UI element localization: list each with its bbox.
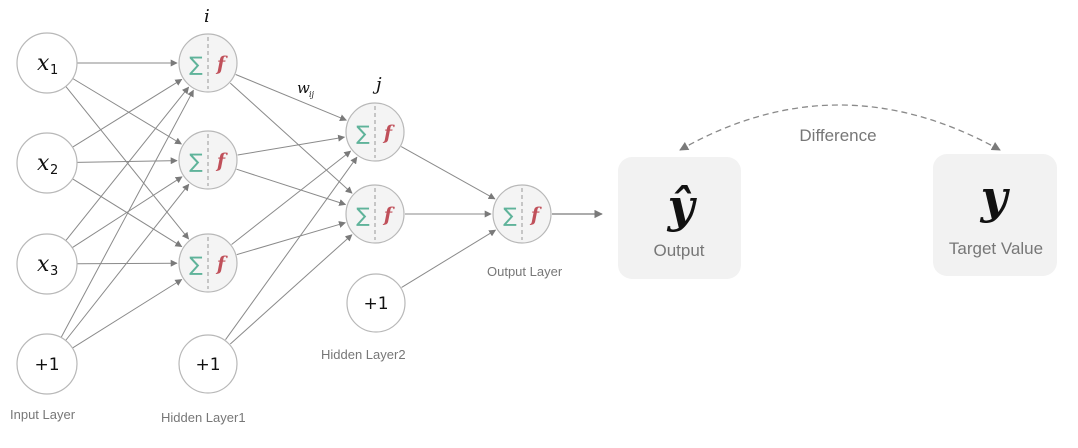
hidden-layer1-label: Hidden Layer1 [161,410,246,425]
hidden2-bias-node: +1 [346,273,406,333]
hidden1-bias-text: +1 [195,355,220,375]
edge-hidden2-output [400,146,496,200]
edge-hidden1-hidden2 [225,156,358,340]
output-card: ŷ Output [618,157,741,279]
activation-icon: f [382,204,395,226]
edge-hidden1-hidden2 [236,221,346,256]
edge-hidden1-hidden2 [236,168,347,206]
edge-input-hidden1 [76,157,178,165]
output-neuron: ∑ f [492,184,552,244]
input-bias-text: +1 [34,355,59,375]
edge-input-hidden1 [72,279,183,349]
difference-label: Difference [799,126,876,145]
edge-input-hidden1 [71,176,183,249]
input-x3-sub: 3 [50,264,58,279]
sum-icon: ∑ [356,203,370,227]
hidden2-bias-text: +1 [363,294,388,314]
input-x3-base: x [37,252,50,277]
hidden1-neuron-2: ∑ f [178,130,238,190]
edge-hidden1-hidden2 [229,82,353,194]
edge-input-hidden1 [72,78,182,145]
sum-icon: ∑ [189,149,203,173]
edge-input-hidden1 [76,259,178,267]
sum-icon: ∑ [189,252,203,276]
hidden1-index-label: i [204,6,210,27]
input-x1-base: x [37,51,50,76]
input-x2-base: x [37,151,50,176]
edge-hidden1-hidden2 [229,234,353,345]
edge-hidden1-hidden2 [231,150,352,245]
sum-icon: ∑ [189,52,203,76]
edge-hidden1-hidden2 [237,134,346,156]
output-card-label: Output [653,241,704,260]
hidden2-index-label: j [372,74,382,95]
activation-icon: f [215,253,228,275]
input-node-x3: x 3 [16,233,78,295]
hidden1-neuron-3: ∑ f [178,233,238,293]
edge-input-hidden1 [65,183,190,341]
hidden1-bias-node: +1 [178,334,238,394]
activation-icon: f [215,53,228,75]
output-symbol: ŷ [667,179,698,233]
input-node-x2: x 2 [16,132,78,194]
weight-label-base: w [297,79,310,97]
edge-hidden2-output [401,229,497,288]
activation-icon: f [382,122,395,144]
hidden2-neuron-1: ∑ f [345,102,405,162]
edge-input-hidden1 [72,78,183,148]
target-symbol: y [980,170,1011,224]
output-layer-label: Output Layer [487,264,563,279]
input-x1-sub: 1 [50,63,58,78]
target-card-label: Target Value [949,239,1043,258]
sum-icon: ∑ [356,121,370,145]
edge-input-hidden1 [65,86,190,241]
weight-label-sub: ij [309,90,315,99]
connection-edges [60,59,497,349]
hidden1-neuron-1: ∑ f [178,33,238,93]
hidden2-neuron-2: ∑ f [345,184,405,244]
target-card: y Target Value [933,154,1057,276]
input-node-x1: x 1 [16,32,78,94]
input-bias-node: +1 [16,333,78,395]
edge-hidden1-hidden2 [235,74,347,122]
input-layer-label: Input Layer [10,407,76,422]
input-x2-sub: 2 [50,163,58,178]
edge-input-hidden1 [60,89,194,338]
activation-icon: f [215,150,228,172]
hidden-layer2-label: Hidden Layer2 [321,347,406,362]
edge-input-hidden1 [65,86,190,240]
sum-icon: ∑ [503,203,517,227]
activation-icon: f [529,204,542,226]
